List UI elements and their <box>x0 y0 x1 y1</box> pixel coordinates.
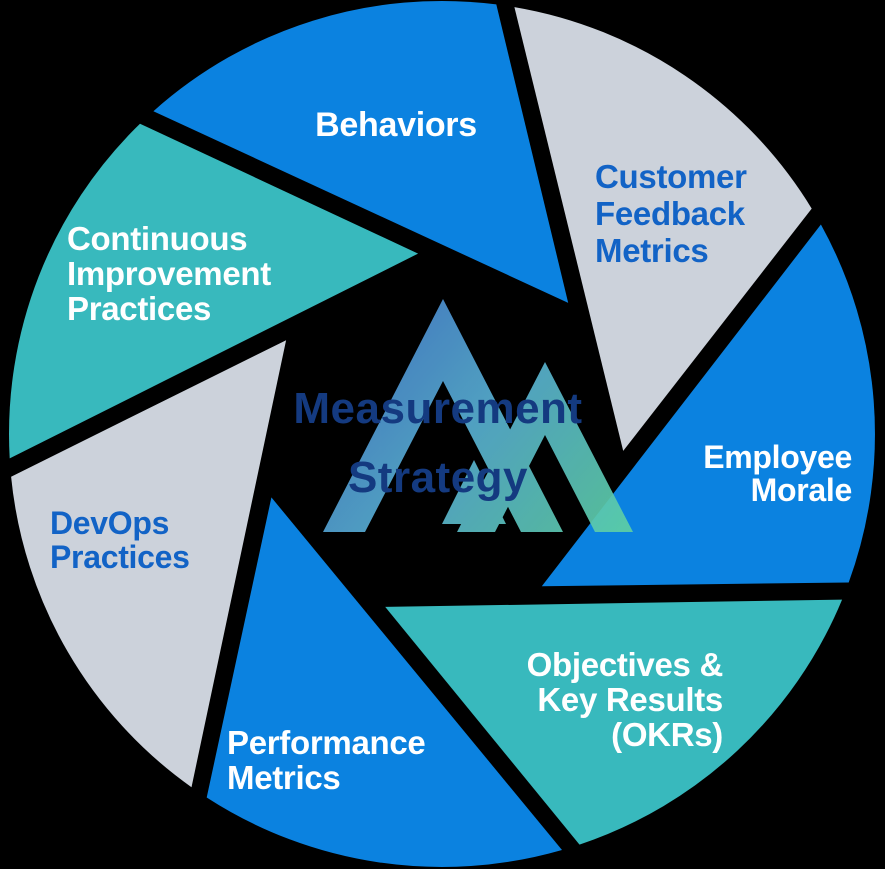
segment-label-employee-morale: Employee Morale <box>703 439 852 508</box>
segment-blade-performance-metrics <box>206 497 562 867</box>
logo-center-triangle <box>442 460 506 524</box>
segment-blade-customer-feedback-metrics <box>514 7 812 451</box>
segment-blade-continuous-improvement-practices <box>9 123 419 459</box>
logo-small-chevron <box>457 362 633 532</box>
segment-label-performance-metrics: Performance Metrics <box>227 724 426 796</box>
aperture-blades <box>9 0 875 867</box>
center-title-line-1: Measurement <box>293 384 583 433</box>
segment-label-continuous-improvement-practices: Continuous Improvement Practices <box>67 220 271 327</box>
segment-blade-okrs <box>385 599 843 845</box>
segment-blade-behaviors <box>153 0 569 303</box>
segment-label-customer-feedback-metrics: Customer Feedback Metrics <box>595 158 747 269</box>
segment-blade-devops-practices <box>11 340 287 788</box>
triangle-mountain-logo-icon <box>323 299 633 532</box>
center-title-line-2: Strategy <box>347 453 529 502</box>
segment-label-behaviors: Behaviors <box>315 106 477 144</box>
segment-label-okrs: Objectives & Key Results (OKRs) <box>526 646 724 753</box>
segment-label-devops-practices: DevOps Practices <box>50 505 190 575</box>
segment-blade-employee-morale <box>541 224 875 587</box>
